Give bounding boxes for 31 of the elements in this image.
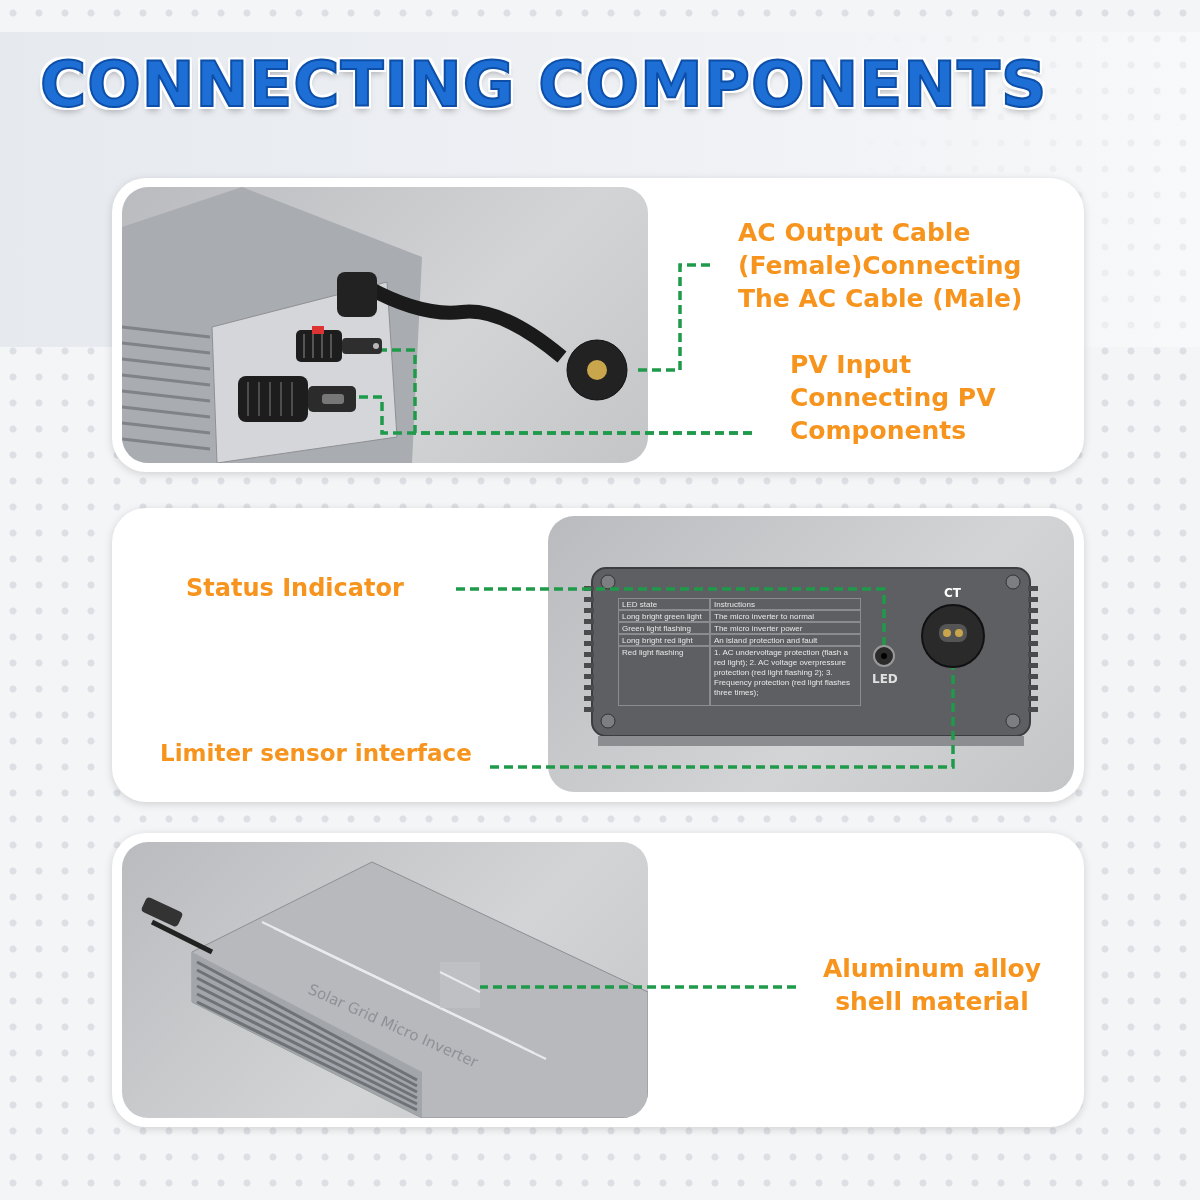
port-label: LED [872, 672, 898, 686]
table-cell: Long bright green light [618, 610, 710, 622]
page-title: CONNECTING COMPONENTS [40, 48, 1048, 121]
card-background [112, 508, 1084, 802]
port-label: CT [944, 586, 961, 600]
leader-line [478, 985, 798, 989]
leader-line [456, 587, 886, 645]
table-cell: Green light flashing [618, 622, 710, 634]
callout-text: PV Input Connecting PV Components [752, 348, 1052, 450]
callout-text: AC Output Cable (Female)Connecting The AC Cable (Male) [710, 216, 1070, 318]
leader-line [490, 668, 955, 769]
table-cell: Red light flashing [618, 646, 710, 706]
inverter-photo [122, 187, 648, 463]
leader-line [356, 395, 754, 435]
table-cell: An island protection and fault [710, 634, 861, 646]
inverter-photo [548, 516, 1074, 792]
table-cell: Instructions [710, 598, 861, 610]
inverter-shell [440, 962, 480, 1008]
card-background [112, 178, 1084, 472]
table-cell: 1. AC undervoltage protection (flash a red light); 2. AC voltage overpressure protection (red light flashing 2); 3. Frequency protection (red light flashes three times); [710, 646, 861, 706]
pv-connector [238, 374, 356, 424]
card-background [112, 833, 1084, 1127]
ct-port [921, 604, 985, 668]
callout-text: Aluminum alloy shell material [796, 952, 1058, 1022]
table-cell: The micro inverter to normal [710, 610, 861, 622]
callout-text: Limiter sensor interface [160, 737, 490, 775]
leader-line [638, 263, 710, 372]
table-cell: Long bright red light [618, 634, 710, 646]
table-cell: LED state [618, 598, 710, 610]
table-cell: The micro inverter power [710, 622, 861, 634]
callout-text: Status Indicator [186, 572, 456, 610]
